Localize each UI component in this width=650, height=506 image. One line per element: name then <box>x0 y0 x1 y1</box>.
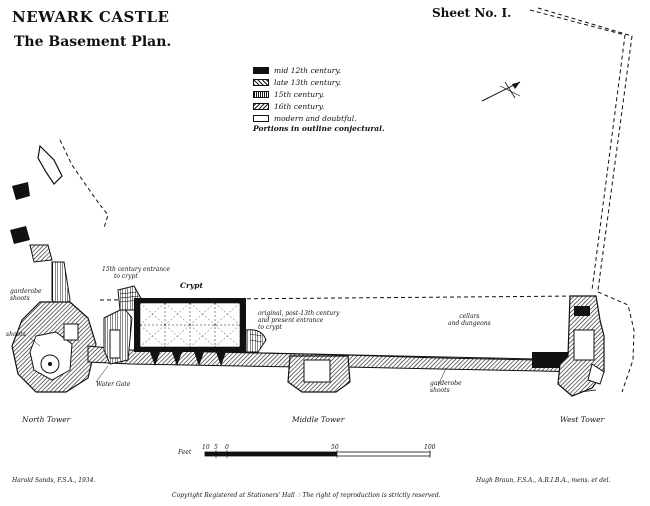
original-entrance-line: and present entrance <box>258 317 324 324</box>
garderobe-line: garderobe <box>10 288 42 295</box>
middle-tower <box>287 355 351 393</box>
water-gate-label: Water Gate <box>96 381 131 388</box>
legend-note: Portions in outline conjectural. <box>253 124 385 133</box>
page-title: NEWARK CASTLE <box>12 8 170 26</box>
north-tower <box>11 301 97 393</box>
legend-item: late 13th century. <box>253 77 341 88</box>
leader-lines <box>29 337 447 387</box>
entrance-15th-label: 15th century entrance to crypt <box>102 266 170 280</box>
legend-swatch-15th <box>253 91 269 98</box>
cellars-label: cellars and dungeons <box>448 313 491 327</box>
west-tower <box>557 295 605 397</box>
original-entrance <box>245 329 267 353</box>
copyright-notice: Copyright Registered at Stationers' Hall… <box>172 492 441 499</box>
legend-swatch-16th <box>253 103 269 110</box>
scale-tick: 5 <box>214 444 218 451</box>
legend-label: 15th century. <box>274 90 325 99</box>
cellars-line: and dungeons <box>448 320 491 327</box>
legend-swatch-12th <box>253 67 269 74</box>
legend-item: mid 12th century. <box>253 65 341 76</box>
scale-tick: 100 <box>424 444 436 451</box>
legend-swatch-13th <box>253 79 269 86</box>
west-tower-label: West Tower <box>560 415 605 424</box>
page-subtitle: The Basement Plan. <box>14 34 172 50</box>
legend-item: modern and doubtful. <box>253 113 357 124</box>
original-entrance-line: to crypt <box>258 324 282 331</box>
scale-label: Feet <box>178 449 192 456</box>
draughtsman-credit: Hugh Braun, F.S.A., A.R.I.B.A., mens. et… <box>476 477 611 484</box>
author-credit: Harold Sands, F.S.A., 1934. <box>12 477 96 484</box>
cellars-line: cellars <box>459 313 480 320</box>
legend-label: mid 12th century. <box>274 66 341 75</box>
scale-tick: 0 <box>225 444 229 451</box>
legend-item: 15th century. <box>253 89 324 100</box>
shoots-label: shoots <box>6 331 26 338</box>
legend-label: modern and doubtful. <box>274 114 357 123</box>
scale-tick: 50 <box>331 444 339 451</box>
legend-label: 16th century. <box>274 102 325 111</box>
scale-tick: 10 <box>202 444 210 451</box>
garderobe-line: shoots <box>430 387 450 394</box>
crypt-label: Crypt <box>180 281 203 290</box>
garderobe-left-label: garderobe shoots <box>10 288 42 302</box>
garderobe-right-label: garderobe shoots <box>430 380 462 394</box>
legend-label: late 13th century. <box>274 78 342 87</box>
original-entrance-label: original, post-13th century and present … <box>258 310 339 331</box>
middle-tower-label: Middle Tower <box>292 415 345 424</box>
sheet-number: Sheet No. I. <box>432 6 512 20</box>
north-tower-label: North Tower <box>22 415 71 424</box>
crypt <box>134 298 246 366</box>
legend-swatch-modern <box>253 115 269 122</box>
scale-bar <box>204 450 431 458</box>
north-fragments <box>10 144 63 263</box>
original-entrance-line: original, post-13th century <box>258 310 340 317</box>
legend-item: 16th century. <box>253 101 324 112</box>
garderobe-line: shoots <box>10 295 30 302</box>
north-arrow-icon <box>481 81 521 102</box>
water-gate-passage <box>109 329 121 359</box>
garderobe-line: garderobe <box>430 380 462 387</box>
entrance-15th-line: to crypt <box>114 273 138 280</box>
entrance-15th-line: 15th century entrance <box>102 266 171 273</box>
